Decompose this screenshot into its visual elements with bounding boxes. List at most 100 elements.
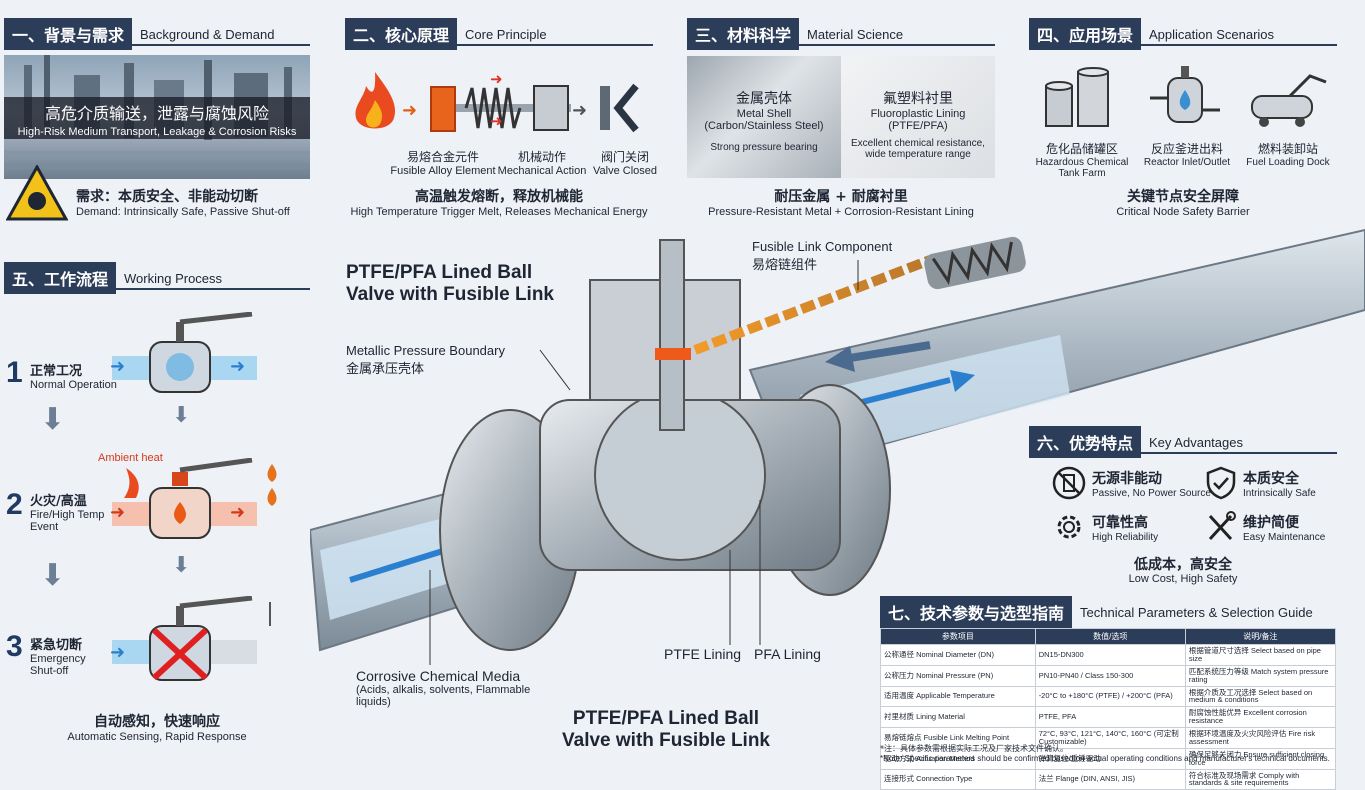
section-title-en: Working Process: [124, 270, 223, 286]
section-title-en: Background & Demand: [140, 26, 275, 42]
hazard-warning-icon: [5, 163, 69, 226]
table-cell: 耐腐蚀性能优异 Excellent corrosion resistance: [1184, 706, 1337, 728]
arrow-down-icon: ⬇: [40, 559, 66, 592]
valve-title-bottom: PTFE/PFA Lined Ball Valve with Fusible L…: [562, 708, 770, 751]
scenario-tank-farm: 危化品储罐区 Hazardous Chemical Tank Farm: [1035, 142, 1129, 179]
gear-check-icon: [1052, 510, 1086, 549]
battery-off-icon: [1052, 466, 1086, 505]
fluoroplastic-lining-panel: 氟塑料衬里 Fluoroplastic Lining (PTFE/PFA) Ex…: [841, 56, 995, 178]
risk-banner-zh: 高危介质输送，泄露与腐蚀风险: [44, 104, 269, 123]
table-note-zh: *注：具体参数需根据实际工况及厂家技术文件确认。: [880, 744, 1068, 753]
flow-arrow-icon: ➜: [110, 502, 126, 522]
table-row: 适用温度 Applicable Temperature-20°C to +180…: [880, 685, 1337, 708]
valve-closed-icon: [598, 82, 642, 139]
table-cell: 根据介质及工况选择 Select based on medium & condi…: [1184, 685, 1337, 708]
wrench-screwdriver-icon: [1205, 510, 1237, 549]
principle-item-fusible: 易熔合金元件 Fusible Alloy Element: [390, 150, 496, 177]
step-number: 2: [6, 488, 23, 521]
valve-title-top: PTFE/PFA Lined Ball Valve with Fusible L…: [346, 262, 554, 305]
metal-shell-panel: 金属壳体 Metal Shell (Carbon/Stainless Steel…: [687, 56, 841, 178]
section-title-en: Key Advantages: [1149, 434, 1243, 450]
table-cell: 衬里材质 Lining Material: [880, 706, 1036, 728]
material-summary-zh: 耐压金属 + 耐腐衬里: [774, 189, 908, 205]
label-corrosive-media: Corrosive Chemical Media (Acids, alkalis…: [356, 668, 531, 708]
advantage-maintenance: 维护简便 Easy Maintenance: [1243, 515, 1326, 543]
valve-shutoff-icon: [112, 595, 282, 689]
table-cell: 公称通径 Nominal Diameter (DN): [880, 644, 1036, 666]
table-header-row: 参数项目 数值/选项 说明/备注: [880, 628, 1337, 645]
demand-en: Demand: Intrinsically Safe, Passive Shut…: [76, 206, 290, 218]
material-summary-en: Pressure-Resistant Metal + Corrosion-Res…: [708, 206, 974, 218]
section-title-en: Technical Parameters & Selection Guide: [1080, 604, 1313, 620]
table-cell: 适用温度 Applicable Temperature: [880, 685, 1036, 708]
shield-check-icon: [1205, 466, 1237, 505]
ambient-heat-label: Ambient heat: [98, 452, 163, 464]
table-cell: 72°C, 93°C, 121°C, 140°C, 160°C (可定制 Cus…: [1034, 727, 1186, 749]
section-tag: 七、技术参数与选型指南: [880, 596, 1073, 628]
arrow-down-icon: ⬇: [40, 403, 66, 436]
arrow-right-icon: ➜: [402, 100, 418, 120]
step-fire-label: 火灾/高温 Fire/High Temp Event: [30, 494, 105, 533]
table-cell: DN15-DN300: [1034, 644, 1186, 666]
flame-icon: [350, 70, 400, 141]
table-row: 公称压力 Nominal Pressure (PN)PN10-PN40 / Cl…: [880, 664, 1337, 687]
valve-illustration: [308, 220, 1365, 767]
process-summary-zh: 自动感知，快速响应: [94, 714, 220, 730]
advantage-reliability: 可靠性高 High Reliability: [1092, 515, 1159, 543]
section-title-en: Application Scenarios: [1149, 26, 1275, 42]
demand-zh: 需求：本质安全、非能动切断: [76, 189, 258, 205]
tank-farm-icon: [1042, 66, 1118, 137]
table-cell: 法兰 Flange (DIN, ANSI, JIS): [1034, 768, 1186, 790]
table-note-en: *Note: Specific parameters should be con…: [880, 754, 1330, 763]
section-parameters-header: 七、技术参数与选型指南 Technical Parameters & Selec…: [880, 596, 1313, 628]
arrow-right-icon: ➜: [572, 100, 588, 120]
principle-item-mechanical: 机械动作 Mechanical Action: [497, 150, 587, 177]
flow-arrow-icon: ➜: [230, 502, 246, 522]
arrow-down-icon: ⬇: [172, 402, 191, 427]
section-background-header: 一、背景与需求 Background & Demand: [4, 18, 274, 50]
table-cell: 连接形式 Connection Type: [880, 768, 1036, 790]
table-cell: 符合标准及现场需求 Comply with standards & site r…: [1184, 768, 1337, 790]
reactor-icon: [1150, 64, 1220, 139]
table-cell: 公称压力 Nominal Pressure (PN): [880, 664, 1036, 687]
flow-arrow-icon: ➜: [110, 356, 126, 376]
label-metallic-boundary: Metallic Pressure Boundary 金属承压壳体: [346, 343, 505, 377]
table-cell: -20°C to +180°C (PTFE) / +200°C (PFA): [1034, 685, 1186, 708]
section-title-en: Core Principle: [465, 26, 547, 42]
flow-arrow-icon: ➜: [230, 356, 246, 376]
step-number: 3: [6, 630, 23, 663]
principle-summary-zh: 高温触发熔断，释放机械能: [415, 189, 583, 205]
principle-item-valve-closed: 阀门关闭 Valve Closed: [593, 150, 657, 177]
table-cell: 根据管道尺寸选择 Select based on pipe size: [1184, 644, 1337, 666]
application-summary-en: Critical Node Safety Barrier: [1116, 206, 1250, 218]
fusible-alloy-element-icon: [430, 86, 456, 132]
risk-banner: 高危介质输送，泄露与腐蚀风险 High-Risk Medium Transpor…: [4, 97, 310, 139]
scenario-reactor: 反应釜进出料 Reactor Inlet/Outlet: [1143, 142, 1231, 168]
advantage-intrinsic: 本质安全 Intrinsically Safe: [1243, 471, 1316, 499]
table-cell: PN10-PN40 / Class 150-300: [1034, 664, 1186, 687]
section-title-en: Material Science: [807, 26, 904, 42]
flow-arrow-icon: ➜: [110, 642, 126, 662]
advantage-passive: 无源非能动 Passive, No Power Source: [1092, 471, 1211, 499]
scenario-fuel-dock: 燃料装卸站 Fuel Loading Dock: [1246, 142, 1330, 168]
step-normal-label: 正常工况 Normal Operation: [30, 364, 117, 391]
parameters-table: 参数项目 数值/选项 说明/备注 公称通径 Nominal Diameter (…: [880, 628, 1337, 790]
label-ptfe-lining: PTFE Lining: [664, 646, 742, 662]
application-summary-zh: 关键节点安全屏障: [1127, 189, 1239, 205]
advantages-summary-en: Low Cost, High Safety: [1128, 573, 1238, 585]
valve-normal-icon: [112, 311, 257, 399]
arrow-right-icon: ➜: [490, 113, 503, 130]
principle-summary-en: High Temperature Trigger Melt, Releases …: [350, 206, 648, 218]
table-cell: 匹配系统压力等级 Match system pressure rating: [1184, 664, 1337, 687]
label-fusible-link: Fusible Link Component 易熔链组件: [752, 239, 893, 273]
step-number: 1: [6, 356, 23, 389]
table-cell: 根据环境温度及火灾风险评估 Fire risk assessment: [1184, 727, 1337, 749]
label-pfa-lining: PFA Lining: [754, 646, 821, 662]
process-summary-en: Automatic Sensing, Rapid Response: [67, 731, 247, 743]
risk-banner-en: High-Risk Medium Transport, Leakage & Co…: [17, 126, 297, 138]
spring-icon: [456, 80, 571, 141]
table-cell: PTFE, PFA: [1034, 706, 1186, 728]
